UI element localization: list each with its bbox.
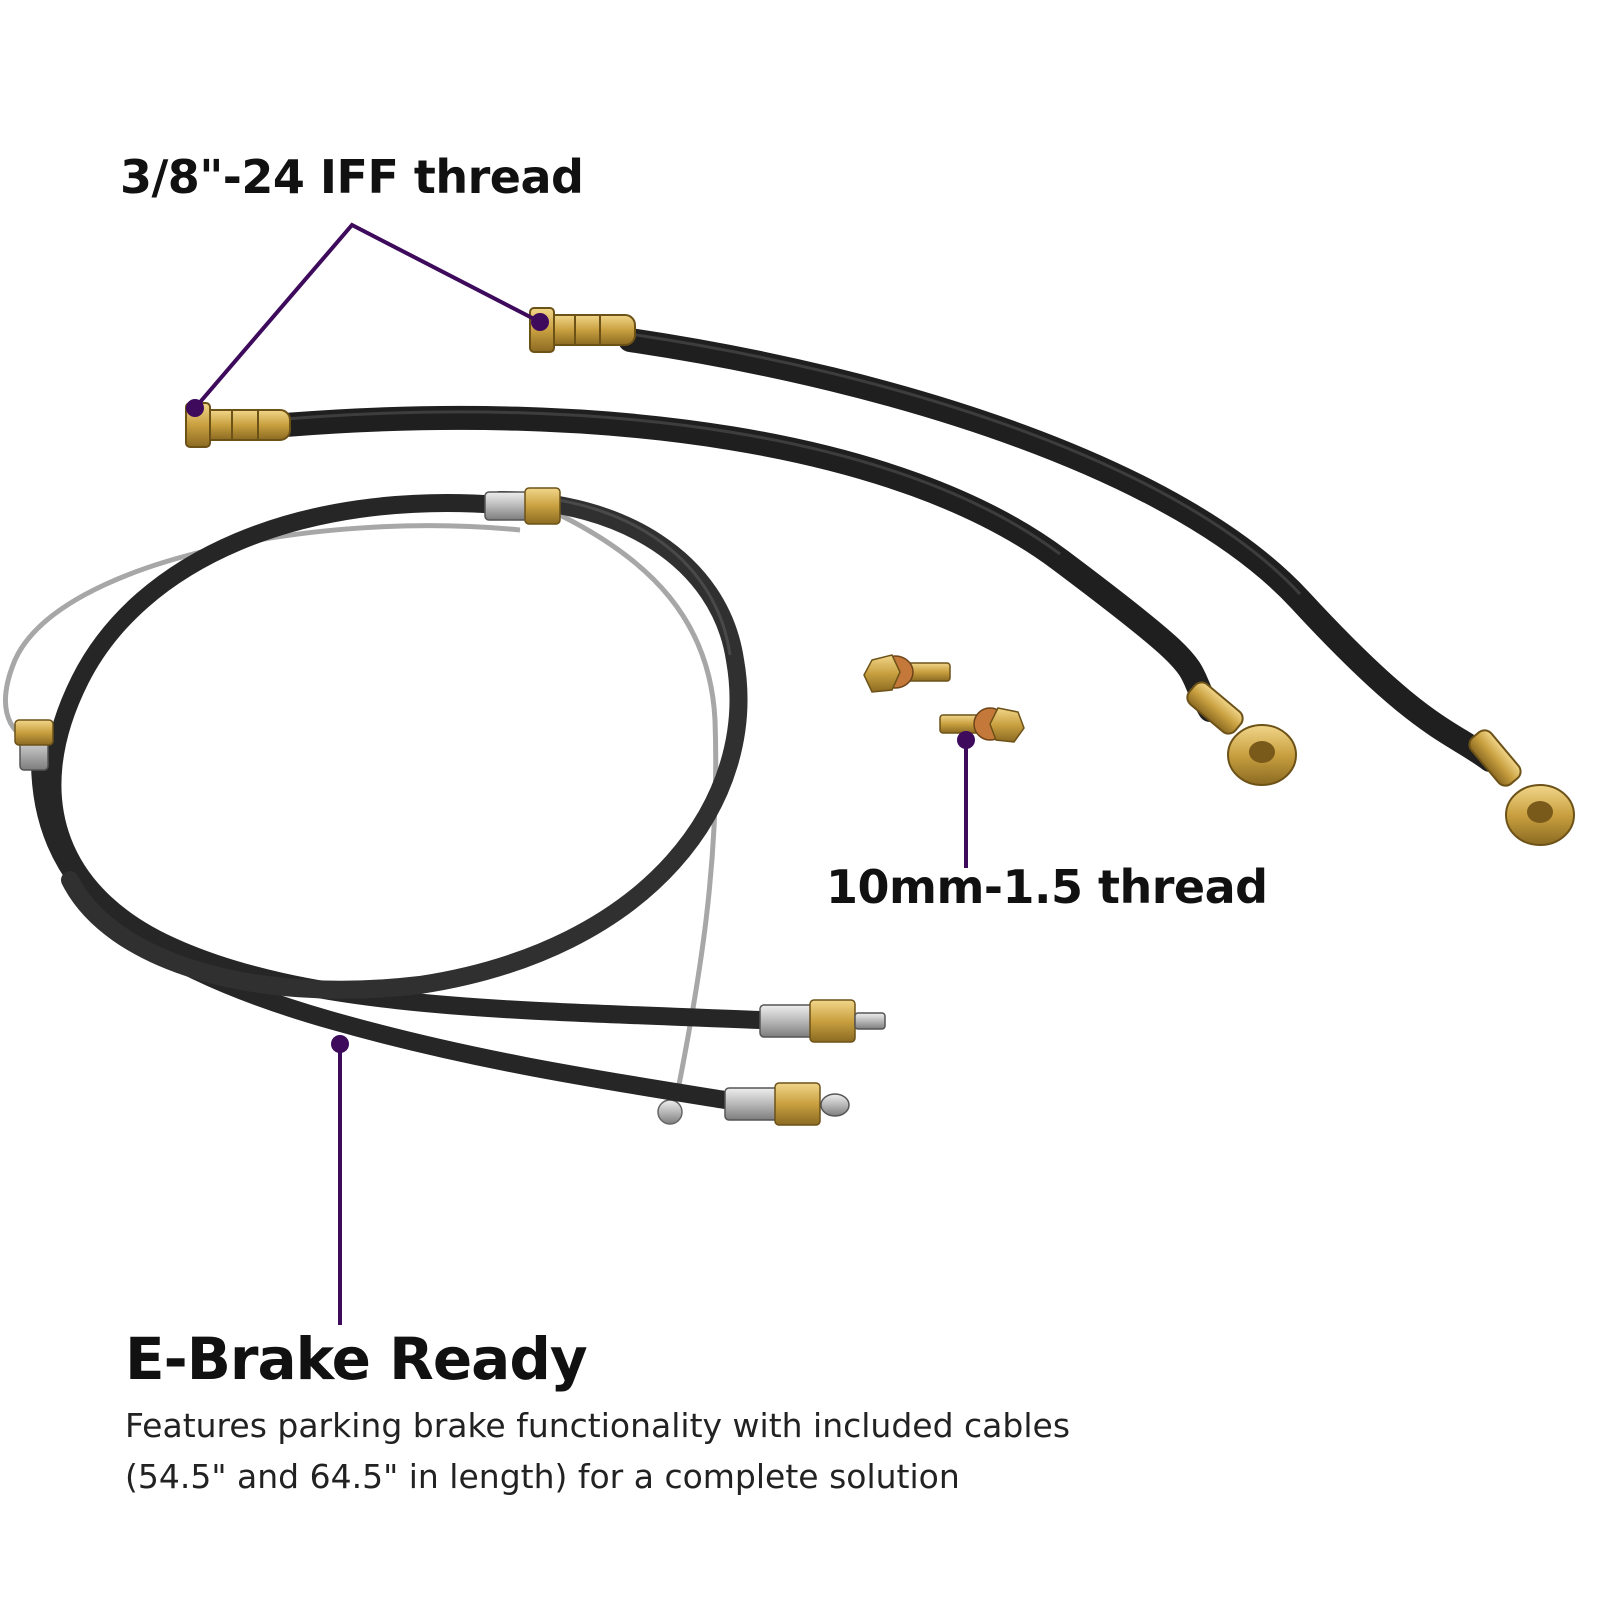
bolt-icon [863,654,1025,743]
brake-hose-icon [185,307,1575,846]
iff-thread-label: 3/8"-24 IFF thread [120,150,584,204]
cable-end-mid [759,999,886,1043]
cable-end-bottom [724,1082,850,1126]
cable-steel-wire-right [558,512,719,1106]
banjo-end-long [1468,729,1575,846]
leader-dot-iff-lower [186,399,204,417]
leader-dot-metric [957,731,975,749]
callout-leaders [186,222,975,1325]
ebrake-title: E-Brake Ready [125,1325,588,1393]
brake-hose-short [273,405,1222,722]
banjo-bolt-2 [939,707,1025,743]
leader-dot-iff-upper [531,313,549,331]
leader-dot-ebrake [331,1035,349,1053]
cable-sheath-loop [61,491,748,999]
cable-steel-wire-left [3,523,521,748]
parking-brake-cable-icon [3,487,886,1126]
cable-end-left [14,719,54,771]
brake-hose-long [618,328,1502,772]
leader-iff-thread [193,222,541,410]
banjo-bolt-1 [863,654,951,693]
ebrake-description-line1: Features parking brake functionality wit… [125,1406,1071,1445]
ebrake-description-line2: (54.5" and 64.5" in length) for a comple… [125,1457,960,1496]
banjo-end-short [1186,681,1297,786]
metric-thread-label: 10mm-1.5 thread [826,860,1268,914]
cable-ball-end [657,1099,683,1125]
ebrake-description: Features parking brake functionality wit… [125,1400,1425,1502]
iff-fitting-upper [529,307,636,353]
cable-sheath-b [31,751,734,1109]
cable-end-top [484,487,561,525]
